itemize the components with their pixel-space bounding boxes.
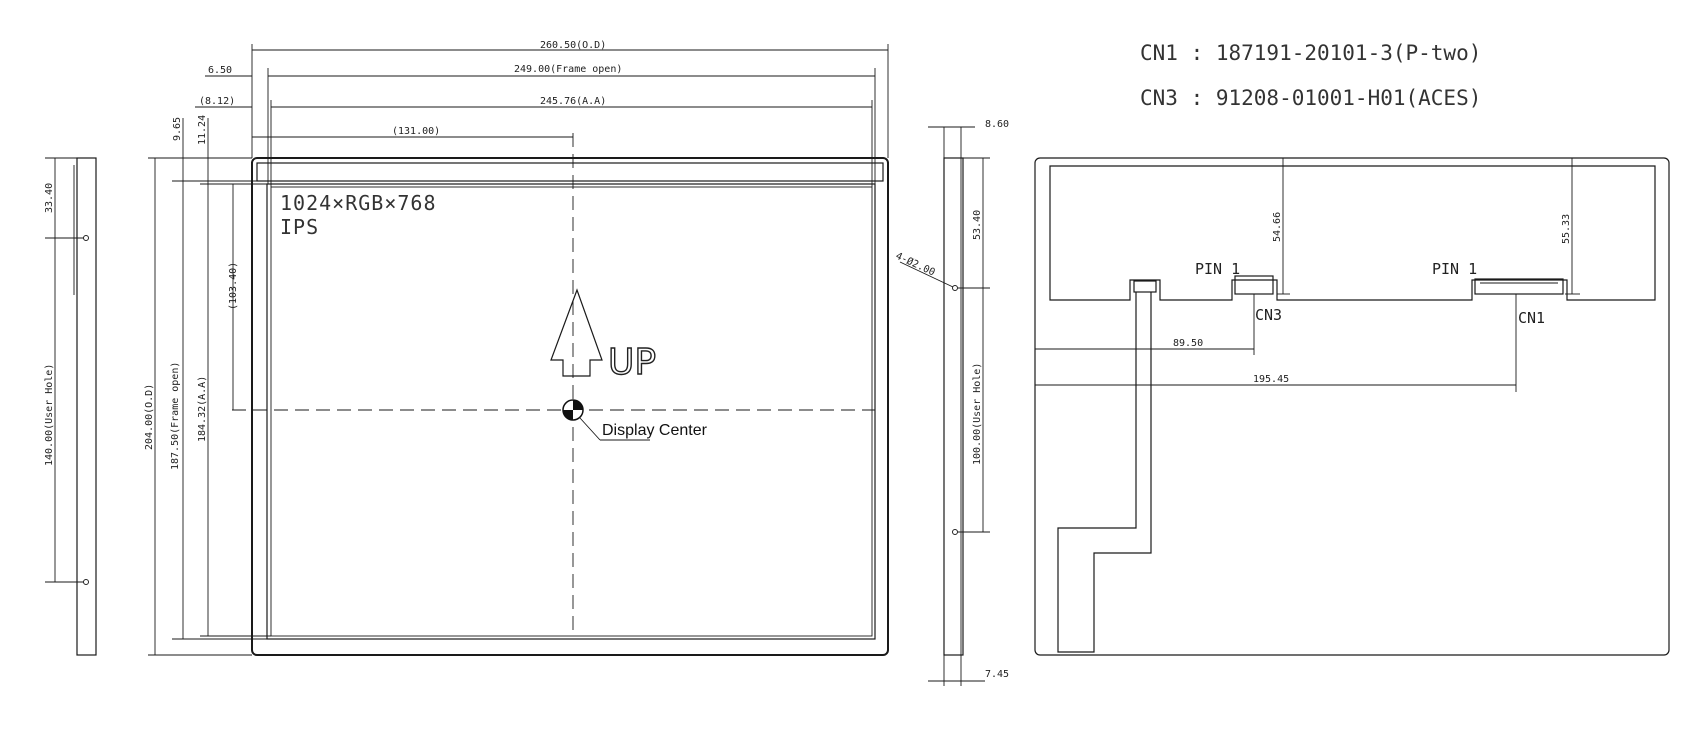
back-outline: [1034, 157, 1670, 656]
left-side-outline: [76, 157, 97, 656]
panel-type-label: IPS: [280, 215, 319, 239]
right-side-view: 8.60 53.40 100.00(User Hole) 4-Ø2.00 7.4…: [894, 119, 1009, 686]
dim-center-y: (103.40): [228, 262, 239, 310]
dim-od-width: 260.50(O.D): [540, 40, 606, 51]
center-marker-q1: [573, 400, 583, 410]
right-user-hole-bottom: [952, 529, 958, 535]
dim-center-x: (131.00): [392, 126, 440, 137]
cn1-spec: CN1 : 187191-20101-3(P-two): [1140, 41, 1481, 65]
holes-leader: [899, 261, 954, 288]
dim-812: (8.12): [199, 96, 235, 107]
dim-650: 6.50: [208, 65, 232, 76]
dim-4-holes: 4-Ø2.00: [894, 250, 937, 279]
dim-745: 7.45: [985, 669, 1009, 680]
dim-od-height: 204.00(O.D): [144, 384, 155, 450]
fpc-cable: [1057, 292, 1152, 653]
dim-140-user-hole: 140.00(User Hole): [44, 364, 55, 466]
pin1-cn3: PIN 1: [1195, 260, 1240, 278]
fpc-connector: [1133, 280, 1157, 293]
display-center-label: Display Center: [602, 422, 708, 439]
dim-frame-open-width: 249.00(Frame open): [514, 64, 622, 75]
cn1-label: CN1: [1518, 309, 1545, 327]
left-side-view: 33.40 140.00(User Hole): [44, 157, 97, 656]
front-view: 1024×RGB×768 IPS UP Display Center 260.5…: [144, 40, 889, 656]
left-user-hole-bottom: [83, 579, 89, 585]
back-view: PIN 1 PIN 1 CN3 CN1 54.66 55.33 89.50 19…: [1034, 157, 1670, 656]
front-outline: [251, 157, 889, 656]
center-marker-q3: [563, 410, 573, 420]
dim-5340: 53.40: [972, 210, 983, 240]
pcb-board: [1049, 165, 1656, 301]
cn3-label: CN3: [1255, 306, 1282, 324]
dim-1124: 11.24: [197, 115, 208, 145]
cn3-connector: [1234, 275, 1274, 295]
display-center-leader: [579, 417, 601, 441]
dim-frame-open-height: 187.50(Frame open): [170, 362, 181, 470]
resolution-label: 1024×RGB×768: [280, 191, 437, 215]
dim-965: 9.65: [172, 117, 183, 141]
dim-aa-height: 184.32(A.A): [197, 376, 208, 442]
dim-5533: 55.33: [1561, 214, 1572, 244]
cn1-connector: [1474, 278, 1564, 295]
left-user-hole-top: [83, 235, 89, 241]
right-side-outline: [943, 157, 964, 656]
dim-aa-width: 245.76(A.A): [540, 96, 606, 107]
pin1-cn1: PIN 1: [1432, 260, 1477, 278]
frame-open: [266, 183, 876, 640]
frame-open-top: [256, 162, 884, 182]
right-user-hole-top: [952, 285, 958, 291]
dim-3340: 33.40: [44, 183, 55, 213]
up-label: UP: [608, 342, 656, 383]
dim-8950: 89.50: [1173, 338, 1203, 349]
dim-19545: 195.45: [1253, 374, 1289, 385]
cn3-spec: CN3 : 91208-01001-H01(ACES): [1140, 86, 1481, 110]
dim-100-user-hole: 100.00(User Hole): [972, 363, 983, 465]
active-area: [270, 186, 873, 637]
dim-860: 8.60: [985, 119, 1009, 130]
up-arrow-icon: [550, 288, 603, 377]
dim-5466: 54.66: [1272, 212, 1283, 242]
